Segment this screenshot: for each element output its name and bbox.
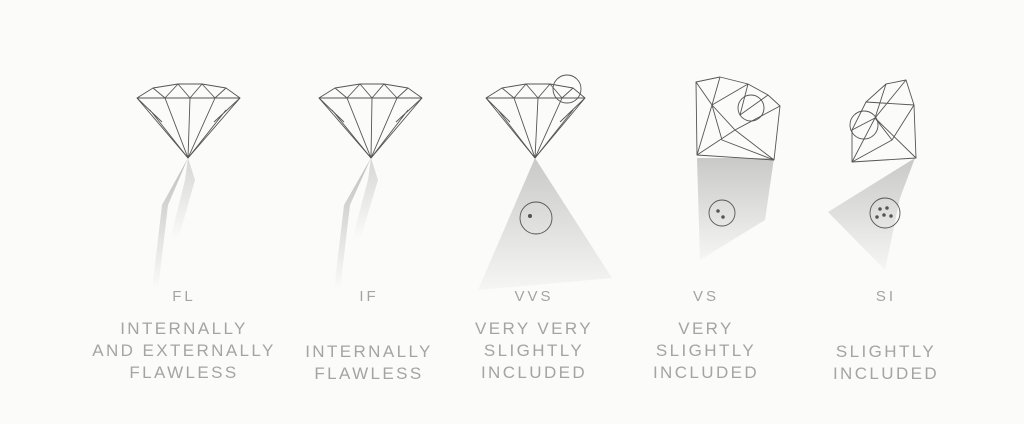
grade-description-line: SLIGHTLY (483, 341, 585, 360)
diamond-if-sketch (318, 83, 423, 290)
grade-description: INTERNALLY AND EXTERNALLY FLAWLESS (84, 318, 284, 384)
grade-column-vs: VS VERY SLIGHTLY INCLUDED (606, 0, 806, 424)
grade-code: VS (692, 288, 719, 305)
grade-column-si: SI SLIGHTLY INCLUDED (786, 0, 986, 424)
grade-description-line: SLIGHTLY (655, 341, 757, 360)
diamond-vs-sketch (695, 76, 781, 260)
grade-code: IF (359, 288, 379, 305)
grade-description-line: INTERNALLY (305, 342, 433, 361)
grade-column-vvs: VVS VERY VERY SLIGHTLY INCLUDED (434, 0, 634, 424)
grade-description: INTERNALLY FLAWLESS (269, 341, 469, 385)
grade-description-line: FLAWLESS (314, 364, 424, 383)
grade-description-line: SLIGHTLY (835, 342, 937, 361)
diamond-vvs-sketch (478, 74, 612, 290)
diamond-fl-sketch (136, 83, 241, 290)
grade-description-line: AND EXTERNALLY (92, 341, 276, 360)
grade-description-line: INCLUDED (480, 363, 588, 382)
grade-description-line: VERY VERY (475, 319, 593, 338)
grade-description-line: INCLUDED (652, 363, 760, 382)
grade-description-line: INTERNALLY (120, 319, 248, 338)
grade-description: SLIGHTLY INCLUDED (786, 341, 986, 385)
grade-code: SI (875, 288, 897, 305)
grade-column-fl: FL INTERNALLY AND EXTERNALLY FLAWLESS (84, 0, 284, 424)
grade-description-line: VERY (678, 319, 734, 338)
grade-description: VERY SLIGHTLY INCLUDED (606, 318, 806, 384)
grade-description-line: INCLUDED (832, 364, 940, 383)
diamond-si-sketch (828, 79, 917, 270)
grade-code: VVS (514, 288, 554, 305)
grade-column-if: IF INTERNALLY FLAWLESS (269, 0, 469, 424)
grade-description-line: FLAWLESS (129, 363, 239, 382)
grade-code: FL (172, 288, 196, 305)
grade-description: VERY VERY SLIGHTLY INCLUDED (434, 318, 634, 384)
